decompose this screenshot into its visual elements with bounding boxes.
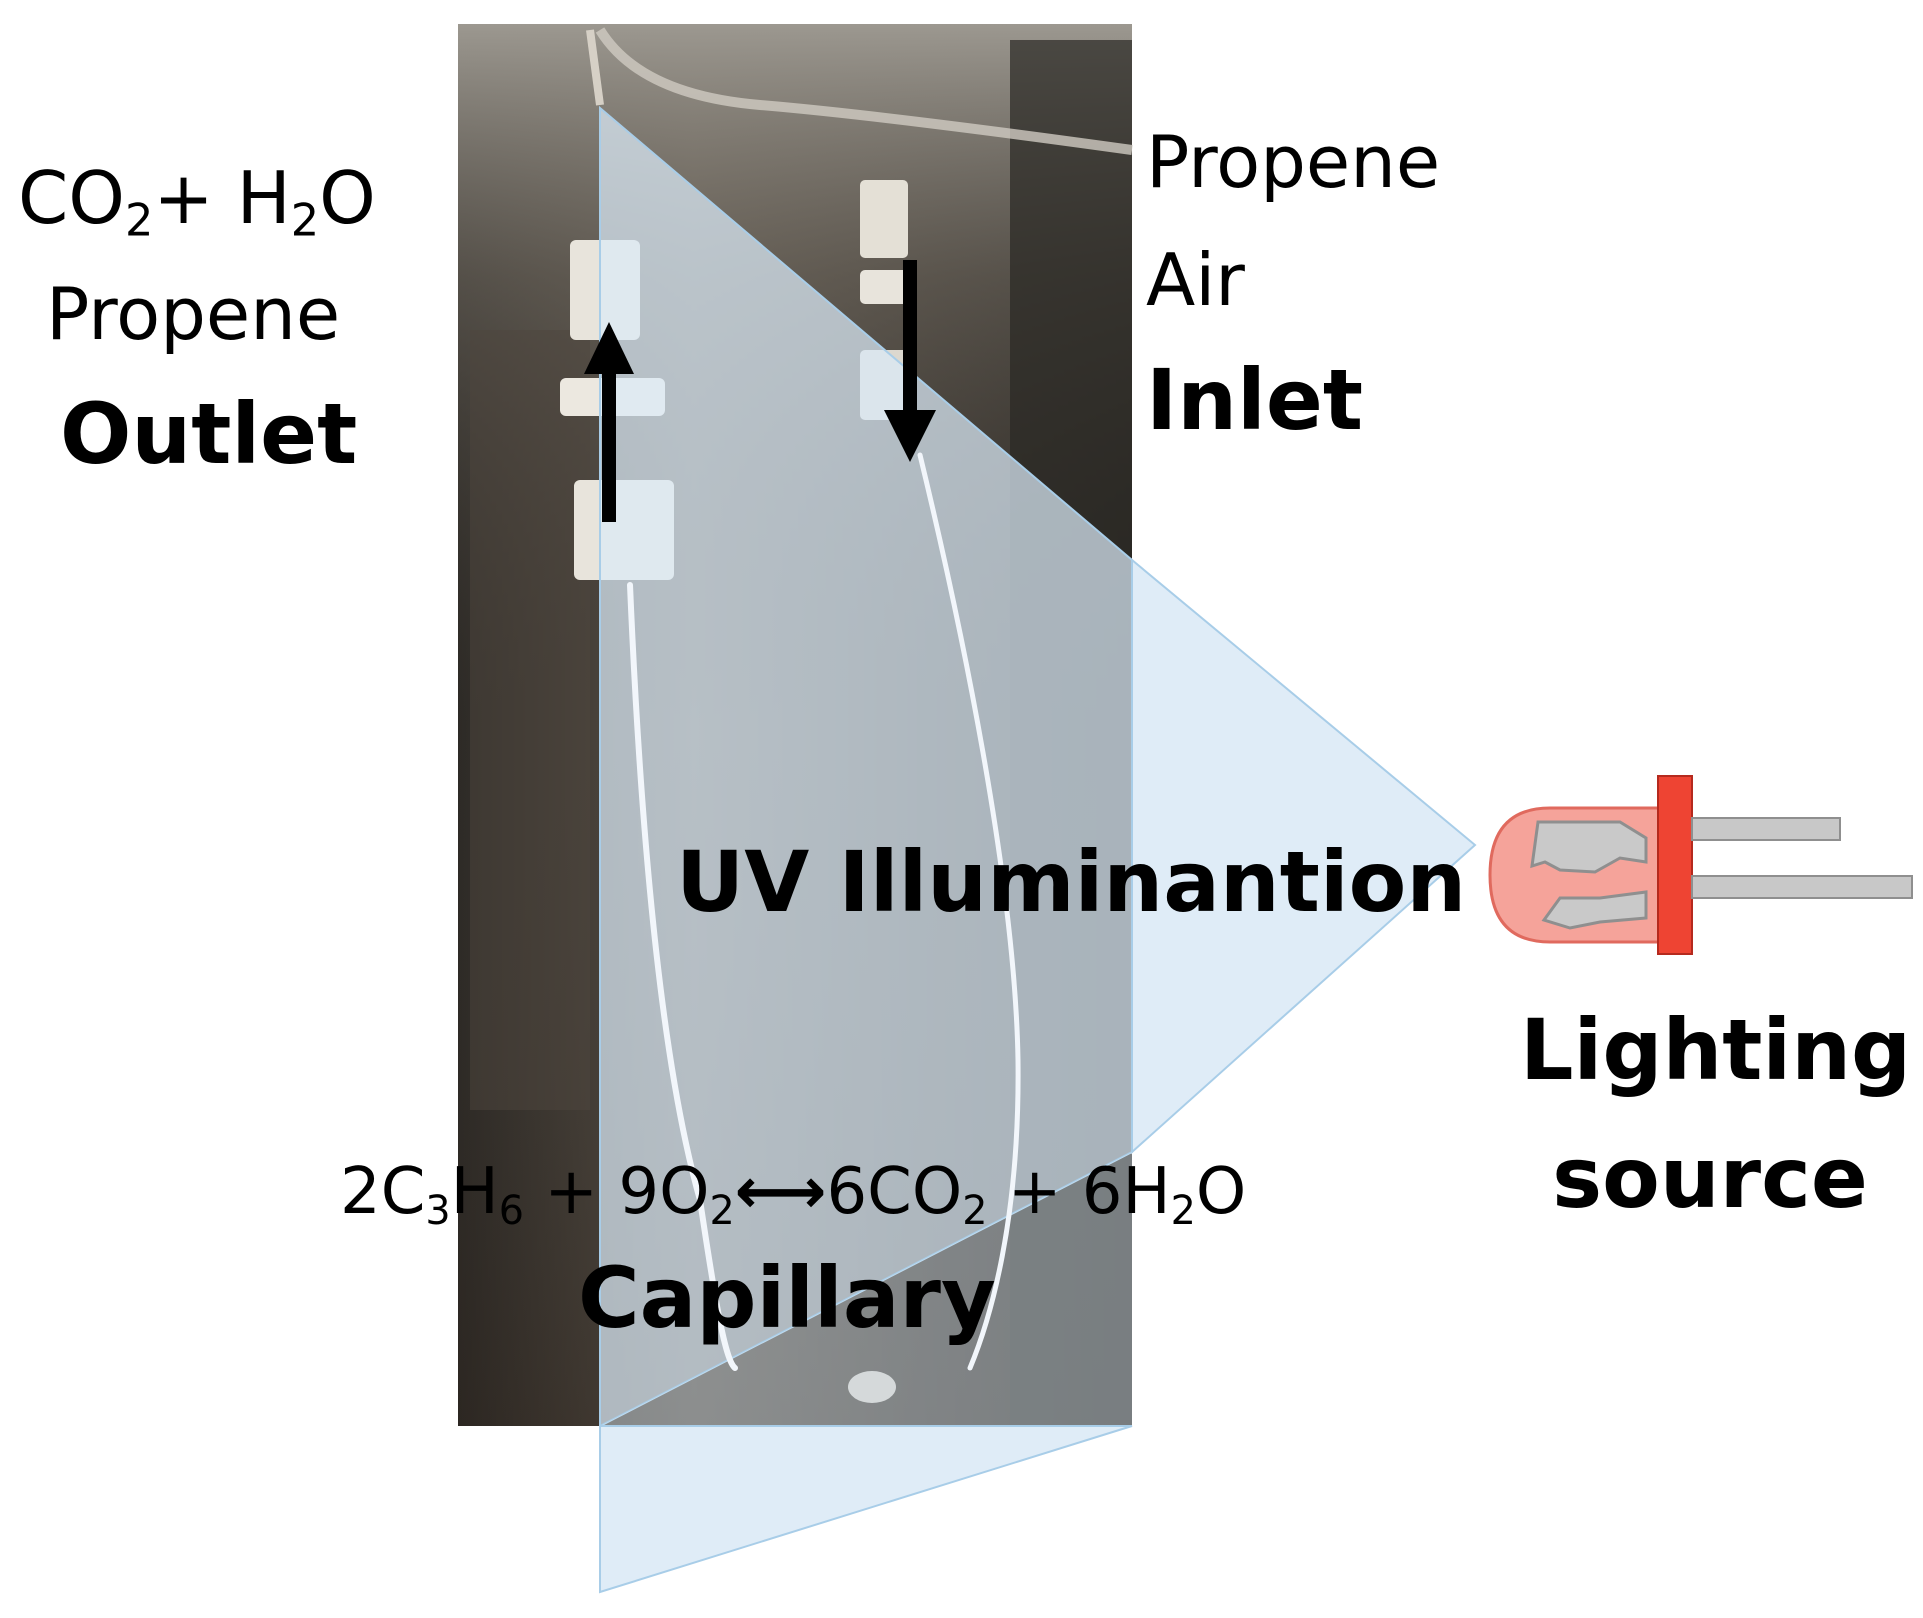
equilibrium-arrow-icon: ⟷ [734,1155,827,1229]
reaction-equation: 2C3H6 + 9O2⟷6CO2 + 6H2O [340,1155,1247,1235]
arrow-down-icon [884,260,936,462]
lighting-source-label-line1: Lighting [1520,1001,1912,1099]
arrow-up-icon [584,322,634,522]
capillary-loop [627,452,1021,1371]
capillary-label: Capillary [578,1249,996,1347]
led-icon [1488,775,1913,955]
uv-illumination-label: UV Illuminantion [676,833,1467,931]
outlet-products-label: CO2+ H2O [18,156,376,247]
outlet-propene-label: Propene [46,272,341,356]
lighting-source-label-line2: source [1552,1129,1868,1227]
uv-beam [599,105,1477,1594]
outlet-title: Outlet [60,385,358,483]
inlet-propene-label: Propene [1146,120,1441,204]
inlet-air-label: Air [1146,238,1245,322]
inlet-title: Inlet [1146,351,1363,449]
